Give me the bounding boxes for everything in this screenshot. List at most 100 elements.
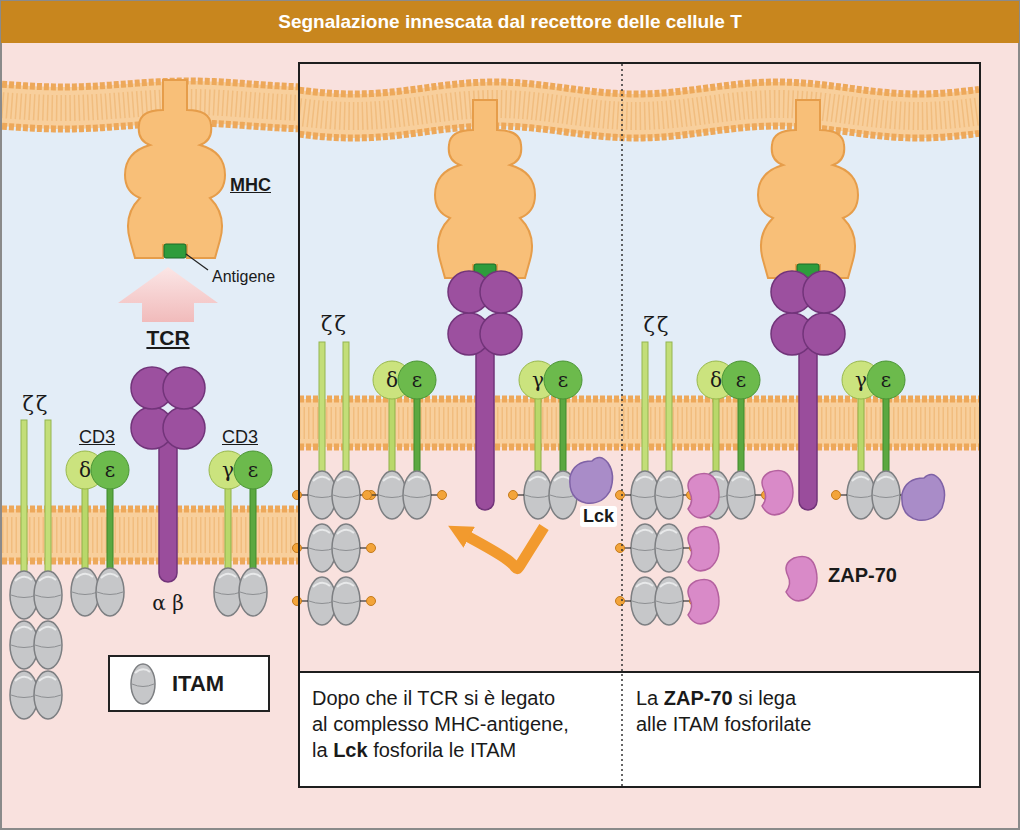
lck-kinase-shape bbox=[570, 457, 613, 503]
lipid-heads bbox=[299, 126, 979, 138]
itam-groove bbox=[35, 645, 61, 648]
lipid-heads bbox=[299, 82, 979, 94]
lck-kinase-shape bbox=[902, 474, 945, 520]
lipid-tails bbox=[299, 407, 979, 439]
title-band: Segnalazione innescata dal recettore del… bbox=[1, 1, 1019, 43]
phosphate-bond bbox=[840, 494, 847, 495]
itam-highlight bbox=[337, 583, 354, 587]
phosphate-bond bbox=[301, 600, 308, 601]
lipid-tails bbox=[2, 102, 298, 108]
itam-highlight bbox=[554, 477, 571, 481]
itam bbox=[34, 621, 62, 669]
itam bbox=[332, 577, 360, 625]
itam-groove bbox=[632, 548, 658, 551]
zap70-shape bbox=[688, 474, 719, 518]
lck-kinase: Lck bbox=[546, 456, 628, 535]
leader-line bbox=[186, 254, 208, 270]
zeta-stalk bbox=[21, 420, 27, 573]
kinase-label: Lck bbox=[580, 506, 617, 527]
itam-highlight bbox=[408, 477, 425, 481]
chain-label: ζζ bbox=[321, 312, 348, 336]
caption-text: Dopo che il TCR si è legato al complesso… bbox=[312, 685, 572, 763]
membrane-body bbox=[299, 82, 979, 138]
cd3-head bbox=[398, 361, 436, 399]
itam-groove bbox=[132, 684, 154, 687]
zeta-chain-group: ζζ bbox=[305, 312, 445, 618]
chain-label: ε bbox=[248, 459, 258, 482]
phosphate bbox=[616, 597, 625, 606]
kinase-label: ZAP-70 bbox=[828, 564, 897, 587]
cd3-dimer bbox=[519, 361, 582, 519]
caption-box: Dopo che il TCR si è legato al complesso… bbox=[300, 673, 622, 786]
phosphate bbox=[367, 597, 376, 606]
zap70-shape bbox=[786, 557, 817, 601]
mhc-molecule bbox=[125, 80, 225, 258]
itam-groove bbox=[333, 548, 359, 551]
cd3-dimer bbox=[842, 361, 905, 519]
cell-membrane bbox=[299, 399, 979, 447]
itam-highlight bbox=[660, 477, 677, 481]
itam-groove bbox=[379, 495, 405, 498]
tcr-molecule bbox=[448, 271, 522, 510]
tcr-domain bbox=[480, 313, 522, 355]
itam bbox=[214, 568, 242, 616]
itam-highlight bbox=[39, 677, 56, 681]
itam-groove bbox=[728, 495, 754, 498]
phosphorylation-arrow bbox=[465, 527, 544, 569]
phosphate-bond bbox=[624, 494, 631, 495]
tcr-domain bbox=[803, 313, 845, 355]
title: Segnalazione innescata dal recettore del… bbox=[278, 11, 742, 33]
chain-label: δ bbox=[79, 459, 91, 482]
emphasis: ZAP-70 bbox=[664, 687, 733, 709]
zeta-stalk bbox=[343, 342, 349, 473]
itam-highlight bbox=[76, 574, 93, 578]
itam bbox=[655, 471, 683, 519]
chain-label: γ bbox=[855, 369, 867, 392]
phosphate bbox=[293, 597, 302, 606]
lipid-heads bbox=[2, 81, 298, 87]
caption-text: La ZAP-70 si lega alle ITAM fosforilate bbox=[636, 685, 822, 737]
phosphate-bond bbox=[624, 600, 631, 601]
itam-highlight bbox=[313, 530, 330, 534]
phosphate bbox=[293, 544, 302, 553]
cd3-dimer bbox=[66, 451, 129, 616]
mhc-body bbox=[758, 100, 858, 278]
mhc-body bbox=[435, 100, 535, 278]
phosphate-bond bbox=[301, 494, 308, 495]
itam-groove bbox=[873, 495, 899, 498]
chain-label: ζζ bbox=[23, 392, 50, 416]
phosphate bbox=[363, 491, 372, 500]
itam-highlight bbox=[313, 477, 330, 481]
zeta-stalk bbox=[319, 342, 325, 473]
itam-groove bbox=[11, 645, 37, 648]
tcr-domain bbox=[163, 407, 205, 449]
panel-divider bbox=[621, 64, 623, 786]
legend-text: ITAM bbox=[172, 671, 224, 697]
itam bbox=[332, 471, 360, 519]
itam-groove bbox=[11, 695, 37, 698]
zeta-chains bbox=[308, 342, 360, 625]
caption-ground bbox=[299, 672, 980, 787]
cd3-dimer bbox=[209, 451, 272, 616]
itam-groove bbox=[550, 495, 576, 498]
itam-highlight bbox=[244, 574, 261, 578]
itam-highlight bbox=[15, 627, 32, 631]
zeta-chains bbox=[10, 420, 62, 719]
itam bbox=[727, 471, 755, 519]
itam-highlight bbox=[337, 530, 354, 534]
phosphate-bond bbox=[301, 547, 308, 548]
itam-highlight bbox=[660, 583, 677, 587]
legend-box: ITAM bbox=[108, 655, 270, 712]
itam-groove bbox=[333, 601, 359, 604]
itam-highlight bbox=[101, 574, 118, 578]
itam-groove bbox=[309, 495, 335, 498]
lipid-tails bbox=[299, 104, 979, 116]
tcr-label-box: TCR bbox=[134, 324, 202, 358]
cell-membrane bbox=[299, 82, 979, 138]
itam bbox=[872, 471, 900, 519]
tcr-stalk bbox=[159, 428, 177, 582]
itam-highlight bbox=[15, 677, 32, 681]
itam-groove bbox=[97, 592, 123, 595]
cd3-head bbox=[91, 451, 129, 489]
